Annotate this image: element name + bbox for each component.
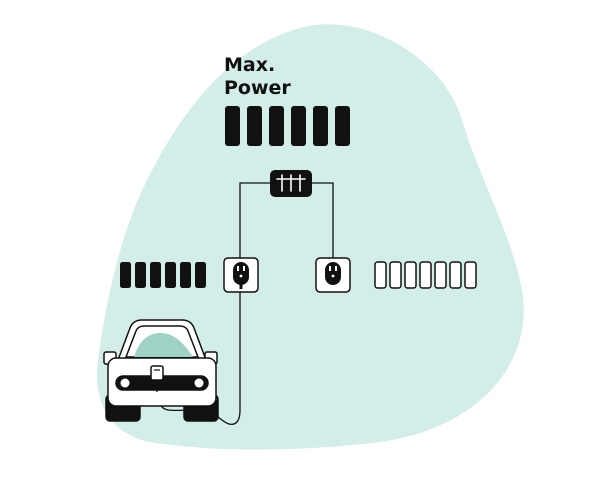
- heading-line-2: Power: [224, 77, 291, 99]
- left-station-bars: [120, 262, 206, 288]
- right-station-bars: [374, 261, 477, 289]
- max-power-bar-filled-2: [247, 106, 262, 146]
- max-power-bar-filled-1: [225, 106, 240, 146]
- max-power-bar-filled-5: [313, 106, 328, 146]
- heading-line-1: Max.: [224, 54, 275, 76]
- background-blob: [96, 24, 524, 450]
- car-left-headlight: [120, 378, 130, 388]
- left-station-bar-filled-1: [120, 262, 131, 288]
- car-right-headlight: [194, 378, 204, 388]
- max-power-bars: [225, 106, 350, 146]
- max-power-bar-filled-4: [291, 106, 306, 146]
- left-station-bar-filled-3: [150, 262, 161, 288]
- right-station-bar-empty-7: [464, 261, 477, 289]
- max-power-bar-filled-3: [269, 106, 284, 146]
- left-outlet-socket-icon: [223, 257, 259, 293]
- left-station-bar-filled-5: [180, 262, 191, 288]
- wire-box-to-left-outlet: [239, 182, 270, 260]
- left-station-bar-filled-6: [195, 262, 206, 288]
- electric-car-icon: [103, 319, 219, 422]
- left-station-bar-filled-4: [165, 262, 176, 288]
- right-station-bar-empty-2: [389, 261, 402, 289]
- max-power-bar-filled-6: [335, 106, 350, 146]
- car-charge-port: [150, 365, 164, 381]
- car-windshield-tint: [134, 333, 193, 357]
- wire-box-to-right-outlet: [312, 182, 334, 260]
- right-station-bar-empty-4: [419, 261, 432, 289]
- right-station-bar-empty-6: [449, 261, 462, 289]
- right-outlet-socket-icon: [315, 257, 351, 293]
- right-station-bar-empty-3: [404, 261, 417, 289]
- right-station-bar-empty-1: [374, 261, 387, 289]
- left-station-bar-filled-2: [135, 262, 146, 288]
- fuse-box-icon: [270, 170, 312, 197]
- right-station-bar-empty-5: [434, 261, 447, 289]
